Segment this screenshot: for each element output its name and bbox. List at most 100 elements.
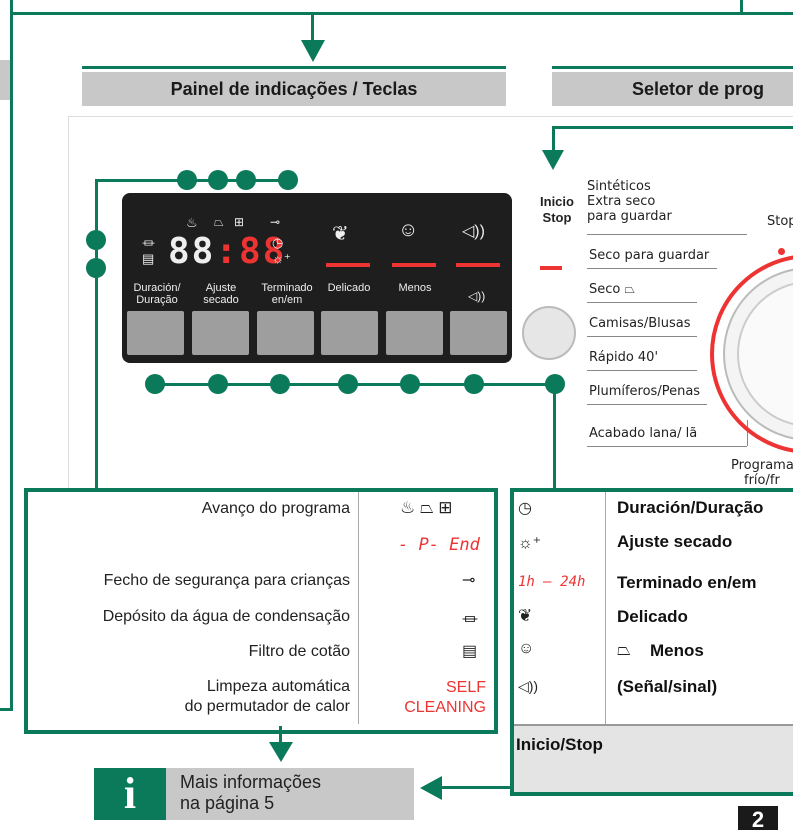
selector-header-line <box>552 66 793 69</box>
dial-programa-label: Programa <box>731 458 793 473</box>
self-cleaning-code: SELF CLEANING <box>386 678 486 718</box>
legend-delicate-text: Delicado <box>617 607 688 626</box>
program-underline <box>587 370 697 371</box>
filter-icon: ▤ <box>142 251 155 266</box>
dial-stop-label: Stop <box>767 214 793 229</box>
digit-display: 88:88 <box>168 231 286 272</box>
legend-right-divider <box>514 724 793 726</box>
program-wool: Acabado lana/ lã <box>589 426 698 441</box>
signal-button[interactable] <box>450 311 507 355</box>
tank-icon: ⏛ <box>462 612 479 629</box>
cleaning-text: CLEANING <box>404 699 486 716</box>
legend-signal-text: (Señal/sinal) <box>617 677 718 696</box>
display-panel: ♨ ⏢ ⊞ ⊸ ⏛ ▤ 88:88 ◷ ☼⁺ ❦ ☺ ◁)) Duración/… <box>122 193 512 363</box>
legend-white-area <box>514 492 793 724</box>
program-underline <box>587 268 717 269</box>
program-connector <box>747 420 748 446</box>
filter-icon: ▤ <box>462 643 478 660</box>
connector-dot <box>236 170 256 190</box>
iron-icon: ⏢ <box>624 282 635 297</box>
legend-lint-filter: Filtro de cotão <box>248 643 350 660</box>
dots-right-vertical <box>553 384 556 490</box>
legend-program-progress: Avanço do programa <box>201 500 350 517</box>
program-synthetics: Sintéticos Extra seco para guardar <box>587 179 672 224</box>
info-text[interactable]: Mais informações na página 5 <box>180 772 321 814</box>
top-connector-line <box>10 12 793 15</box>
reduce-icon: ☺ <box>518 640 535 657</box>
button-label-finish: Terminado en/em <box>261 282 313 306</box>
panel-header-line <box>82 66 506 69</box>
dots-left-vertical <box>95 179 98 491</box>
sun-plus-icon: ☼⁺ <box>272 251 291 266</box>
connector-dot <box>464 374 484 394</box>
start-line-top <box>552 126 793 129</box>
cupboard-icon: ⊞ <box>234 215 245 229</box>
connector-dot <box>278 170 298 190</box>
left-arrow-icon <box>420 776 442 800</box>
p-end-code: - P- End <box>398 535 480 555</box>
button-label-duration: Duración/ Duração <box>133 282 181 306</box>
button-label-delicate: Delicado <box>327 282 371 294</box>
sun-plus-icon: ☼⁺ <box>518 535 542 552</box>
digits-white: 88 <box>168 231 216 272</box>
program-text: Seco <box>589 282 621 297</box>
connector-dot <box>86 258 106 278</box>
program-text: Extra seco <box>587 194 656 209</box>
program-underline <box>587 234 747 235</box>
key-icon: ⊸ <box>270 215 281 229</box>
program-dry: Seco ⏢ <box>589 282 635 297</box>
less-button[interactable] <box>386 311 443 355</box>
reduce-icon: ☺ <box>398 219 419 241</box>
digits-red: :88 <box>215 231 287 272</box>
finish-time-button[interactable] <box>257 311 314 355</box>
time-range-code: 1h – 24h <box>518 574 586 590</box>
program-shirts: Camisas/Blusas <box>589 316 691 331</box>
info-icon: i <box>94 768 166 820</box>
connector-dot <box>270 374 290 394</box>
top-arrow-shaft <box>311 12 314 42</box>
connector-dot <box>208 374 228 394</box>
down-arrow-icon <box>269 742 293 762</box>
duration-button[interactable] <box>127 311 184 355</box>
selector-header: Seletor de prog <box>552 72 793 106</box>
start-stop-button[interactable] <box>522 306 576 360</box>
left-grey-stub <box>0 60 10 100</box>
indicator-bar <box>392 263 436 267</box>
start-label: Inicio Stop <box>537 194 577 226</box>
delicate-button[interactable] <box>321 311 378 355</box>
dial-cold-label: frío/fr <box>744 473 780 488</box>
legend-child-lock: Fecho de segurança para crianças <box>103 572 350 589</box>
indicator-bar <box>456 263 500 267</box>
right-connector-line <box>740 0 743 12</box>
legend-icon-divider <box>605 492 606 724</box>
info-line2: na página 5 <box>180 793 275 813</box>
legend-self-clean-1: Limpeza automática <box>206 678 350 695</box>
panel-header: Painel de indicações / Teclas <box>82 72 506 106</box>
button-signal-icon: ◁)) <box>468 289 486 303</box>
button-label-dryness: Ajuste secado <box>203 282 239 306</box>
key-icon: ⊸ <box>462 572 476 589</box>
program-dial[interactable] <box>700 254 793 454</box>
program-underline <box>587 446 747 447</box>
program-underline <box>587 336 697 337</box>
left-frame-line <box>10 0 13 710</box>
button-label-less: Menos <box>398 282 432 294</box>
program-quick40: Rápido 40' <box>589 350 659 365</box>
stop-text: Stop <box>542 210 572 225</box>
program-text: para guardar <box>587 209 672 224</box>
indicator-bar <box>326 263 370 267</box>
delicate-icon: ❦ <box>332 223 349 245</box>
start-text: Inicio <box>540 194 574 209</box>
program-underline <box>587 404 707 405</box>
program-text: Sintéticos <box>587 179 651 194</box>
dryness-button[interactable] <box>192 311 249 355</box>
iron-icon: ⏢ <box>617 640 631 659</box>
iron-icon: ⏢ <box>214 215 224 229</box>
legend-divider <box>358 492 359 724</box>
delicate-icon: ❦ <box>518 606 533 625</box>
left-frame-bottom <box>0 708 13 711</box>
info-arrow-shaft <box>279 726 282 746</box>
connector-dot <box>338 374 358 394</box>
legend-start-stop: Inicio/Stop <box>516 735 603 754</box>
start-line-vert <box>552 126 555 154</box>
